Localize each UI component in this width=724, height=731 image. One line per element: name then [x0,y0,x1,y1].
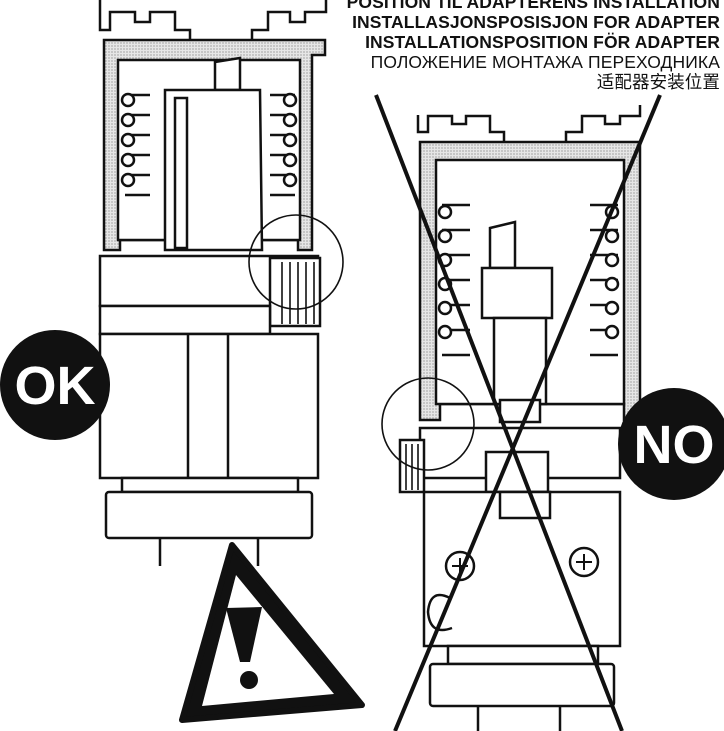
ok-badge-text: OK [15,356,96,416]
ok-badge: OK [0,330,110,440]
title-swedish: INSTALLATIONSPOSITION FÖR ADAPTER [365,32,720,52]
title-russian: ПОЛОЖЕНИЕ МОНТАЖА ПЕРЕХОДНИКА [370,52,720,72]
title-norwegian: INSTALLASJONSPOSISJON FOR ADAPTER [352,12,720,32]
no-badge: NO [618,388,724,500]
title-danish: POSITION TIL ADAPTERENS INSTALLATION [346,0,720,12]
correct-adapter [98,0,344,566]
cross-out-icon [374,94,662,731]
incorrect-adapter [381,105,642,731]
no-badge-text: NO [634,415,715,475]
warning-triangle-icon [179,542,365,723]
header-titles: POSITION TIL ADAPTERENS INSTALLATION INS… [347,0,720,92]
title-chinese: 适配器安装位置 [596,72,720,92]
